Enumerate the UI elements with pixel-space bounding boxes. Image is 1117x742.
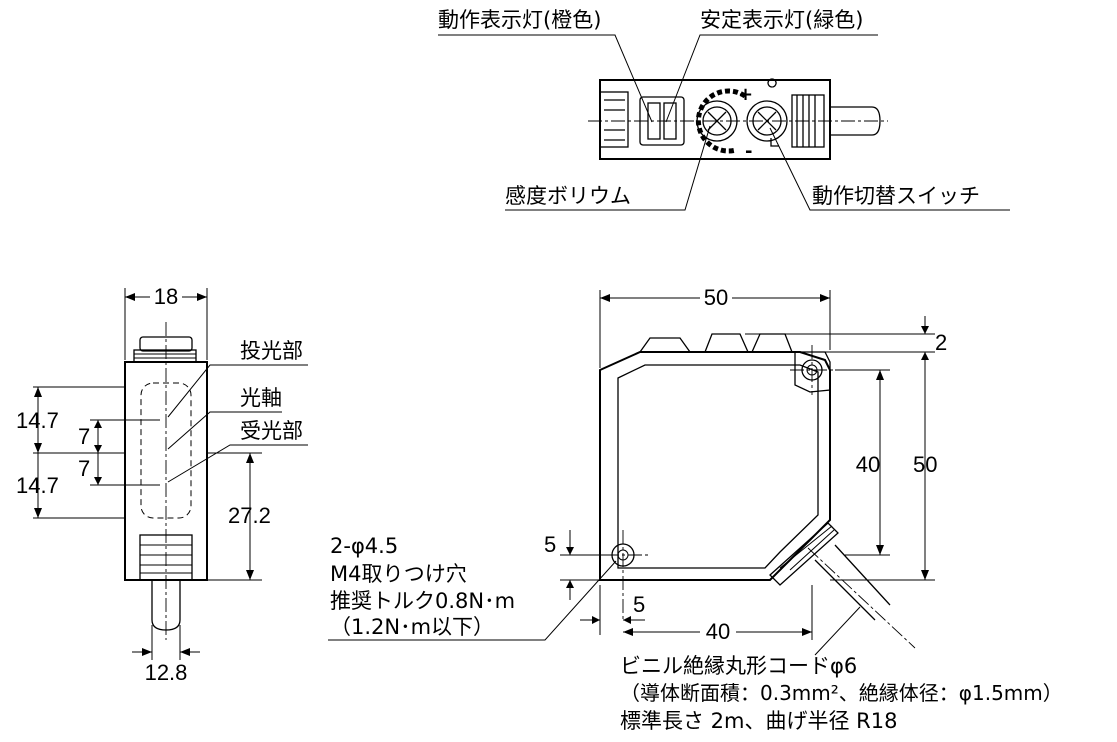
dim-27-2: 27.2 [228, 503, 271, 528]
stability-indicator-label: 安定表示灯(緑色) [700, 8, 863, 32]
torque-max-spec: （1.2N･m以下） [330, 615, 494, 639]
front-view: 18 14.7 14.7 7 7 27.2 12.8 投光部 [16, 284, 308, 685]
left-end-cap [599, 91, 629, 148]
top-view-cable [830, 106, 881, 136]
side-view: 50 2 40 50 5 5 40 [328, 285, 947, 656]
dim-top-2: 2 [935, 330, 947, 355]
right-cable-gland [791, 94, 825, 148]
minus-mark: - [745, 141, 752, 162]
lens-window [140, 382, 192, 519]
dim-width-50: 50 [704, 285, 728, 310]
plus-mark: + [738, 84, 753, 105]
dim-hole-5-vertical: 5 [544, 532, 556, 557]
dim-7-lower: 7 [78, 456, 90, 481]
optical-axis-label: 光軸 [240, 386, 282, 410]
side-cable-gland [769, 522, 839, 586]
sensitivity-volume-label: 感度ボリウム [505, 184, 631, 208]
torque-spec: 推奨トルク0.8N･m [330, 589, 515, 613]
dim-14-7-lower: 14.7 [16, 473, 59, 498]
mode-switch-screw [746, 100, 788, 142]
receiver-label: 受光部 [240, 419, 303, 443]
dim-7-upper: 7 [78, 424, 90, 449]
operation-indicator-lamp [647, 102, 661, 140]
operation-indicator-label: 動作表示灯(橙色) [438, 8, 601, 32]
indicator-window [639, 96, 685, 146]
dim-12-8: 12.8 [145, 660, 188, 685]
dim-14-7-upper: 14.7 [16, 408, 59, 433]
dim-width-18: 18 [154, 284, 178, 309]
side-view-inner [617, 364, 819, 569]
front-top-ribs [133, 349, 197, 363]
top-mount-boss [794, 351, 831, 393]
emitter-label: 投光部 [240, 339, 303, 363]
top-view: + - 動作表示灯(橙色) 安定表示灯(緑色) 感度ボリウム 動作切替スイッチ [438, 8, 1010, 211]
stability-indicator-lamp [663, 102, 677, 140]
dim-hole-pitch-40: 40 [706, 619, 730, 644]
dim-height-40: 40 [856, 452, 880, 477]
cable-type-spec: ビニル絶縁丸形コードφ6 [620, 654, 857, 678]
mode-switch-label: 動作切替スイッチ [812, 184, 980, 208]
side-top-bump-2 [704, 333, 749, 353]
mount-screw-spec: M4取りつけ穴 [330, 562, 467, 586]
mount-hole-spec: 2-φ4.5 [330, 534, 398, 558]
side-top-bump-3 [751, 333, 793, 353]
side-cable [814, 544, 891, 621]
cable-note: ビニル絶縁丸形コードφ6 （導体断面積：0.3mm²、絶縁体径：φ1.5mm） … [620, 654, 1063, 733]
dim-hole-5-horizontal: 5 [633, 592, 645, 617]
cable-conductor-spec: （導体断面積：0.3mm²、絶縁体径：φ1.5mm） [620, 681, 1063, 705]
dim-height-50: 50 [913, 452, 937, 477]
mount-hole-note: 2-φ4.5 M4取りつけ穴 推奨トルク0.8N･m （1.2N･m以下） [330, 534, 515, 639]
cable-length-spec: 標準長さ 2m、曲げ半径 R18 [620, 709, 897, 733]
side-top-bump-1 [639, 337, 691, 353]
side-view-housing [599, 351, 831, 581]
sensitivity-dial [695, 88, 747, 154]
